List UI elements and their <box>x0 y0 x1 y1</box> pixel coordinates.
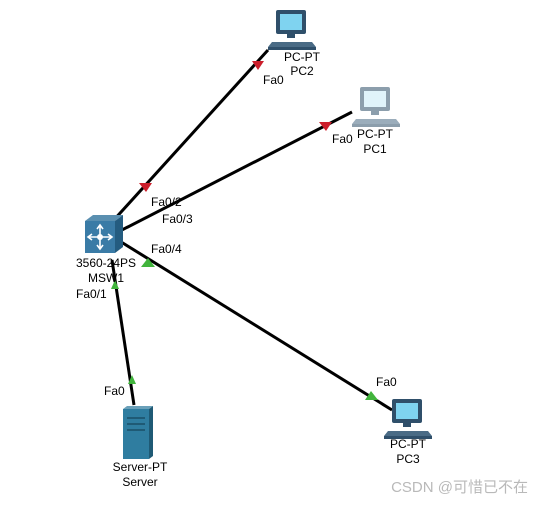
server-icon[interactable] <box>123 406 153 459</box>
pc3-port-label: Fa0 <box>376 375 397 389</box>
msw1-port-fa02-label: Fa0/2 <box>151 195 182 209</box>
msw1-port-fa04-label: Fa0/4 <box>151 242 182 256</box>
pc2-name-label: PC2 <box>290 64 314 78</box>
server-name-label: Server <box>122 475 158 489</box>
link-light-pc3-side <box>365 391 378 400</box>
link-light-msw1-fa02 <box>139 183 152 192</box>
pc1-name-label: PC1 <box>363 142 387 156</box>
pc2-port-label: Fa0 <box>263 73 284 87</box>
link-light-server-side <box>128 375 136 384</box>
link-light-msw1-fa01 <box>111 280 119 289</box>
server-type-label: Server-PT <box>112 460 168 474</box>
link-msw1-pc1[interactable] <box>117 110 353 234</box>
link-msw1-pc3[interactable] <box>117 238 393 412</box>
msw1-port-fa01-label: Fa0/1 <box>76 287 107 301</box>
msw1-port-fa03-label: Fa0/3 <box>162 212 193 226</box>
watermark-text: CSDN @可惜已不在 <box>391 479 528 496</box>
msw1-type-label: 3560-24PS <box>75 256 137 270</box>
pc3-name-label: PC3 <box>396 452 420 466</box>
link-msw1-pc2[interactable] <box>110 48 270 224</box>
pc-icon[interactable] <box>352 87 400 127</box>
link-light-pc1-side <box>319 122 332 131</box>
server-port-label: Fa0 <box>104 384 125 398</box>
pc1-port-label: Fa0 <box>332 132 353 146</box>
pc-icon[interactable] <box>384 399 432 439</box>
pc1-type-label: PC-PT <box>357 127 393 141</box>
link-light-msw1-fa04 <box>141 258 155 267</box>
link-light-pc2-side <box>252 61 264 70</box>
pc-icon[interactable] <box>268 10 316 50</box>
msw1-name-label: MSW1 <box>88 271 124 285</box>
multilayer-switch-icon[interactable] <box>85 215 123 253</box>
pc2-type-label: PC-PT <box>284 50 320 64</box>
pc3-type-label: PC-PT <box>390 437 426 451</box>
